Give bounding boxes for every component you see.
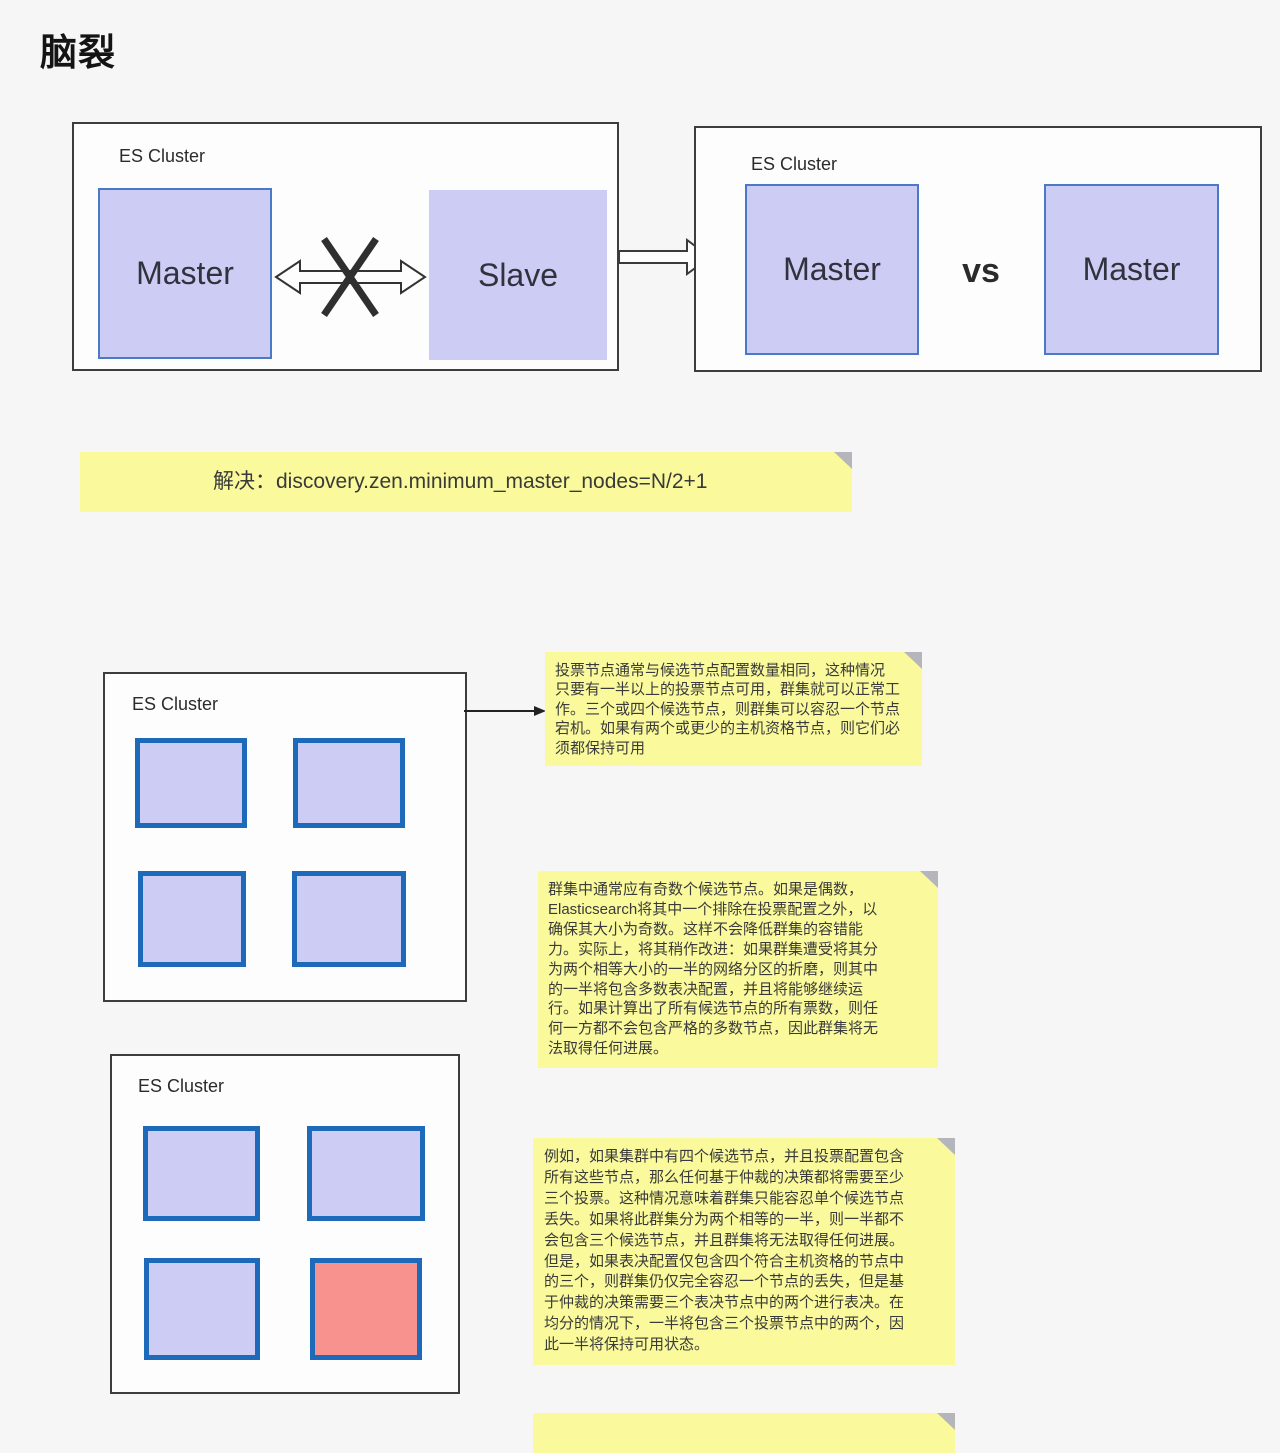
cutoff-note: [533, 1413, 955, 1453]
page-title: 脑裂: [40, 32, 116, 73]
failed-node-square: [310, 1258, 422, 1360]
node-square: [307, 1126, 425, 1221]
node-square: [144, 1258, 260, 1360]
cluster-box-split-brain: ES Cluster Master vs Master: [694, 126, 1262, 372]
cluster-label: ES Cluster: [751, 154, 838, 174]
note-fold-icon: [937, 1413, 955, 1430]
voting-note: 投票节点通常与候选节点配置数量相同，这种情况 只要有一半以上的投票节点可用，群集…: [545, 652, 922, 766]
cluster-label: ES Cluster: [119, 146, 206, 166]
master-node: Master: [98, 188, 272, 359]
node-square: [293, 738, 405, 828]
example-note-text: 例如，如果集群中有四个候选节点，并且投票配置包含 所有这些节点，那么任何基于仲裁…: [544, 1148, 905, 1354]
versus-label: vs: [962, 252, 1000, 290]
disconnected-link-arrow-icon: [274, 237, 427, 317]
split-brain-diagram: 脑裂 ES Cluster Master Slave ES Cluster Ma…: [40, 32, 1262, 1453]
cluster-label: ES Cluster: [132, 694, 219, 714]
odd-nodes-note-text: 群集中通常应有奇数个候选节点。如果是偶数， Elasticsearch将其中一个…: [548, 881, 879, 1058]
node-square: [138, 871, 246, 967]
cluster-box-disconnected: ES Cluster Master Slave: [72, 122, 619, 371]
example-note: 例如，如果集群中有四个候选节点，并且投票配置包含 所有这些节点，那么任何基于仲裁…: [533, 1138, 955, 1365]
master-node-left: Master: [745, 184, 919, 355]
slave-node: Slave: [429, 190, 607, 360]
voting-note-text: 投票节点通常与候选节点配置数量相同，这种情况 只要有一半以上的投票节点可用，群集…: [555, 662, 901, 757]
cluster-box-four-nodes: ES Cluster: [103, 672, 467, 1002]
master-node-right: Master: [1044, 184, 1219, 355]
odd-nodes-note: 群集中通常应有奇数个候选节点。如果是偶数， Elasticsearch将其中一个…: [538, 871, 938, 1068]
solution-note: 解决：discovery.zen.minimum_master_nodes=N/…: [80, 452, 852, 512]
node-square: [135, 738, 247, 828]
solution-note-text: 解决：discovery.zen.minimum_master_nodes=N/…: [213, 470, 708, 493]
node-square: [292, 871, 406, 967]
cluster-box-node-failure: ES Cluster: [110, 1054, 460, 1394]
note-pointer-arrow-icon: [464, 706, 546, 716]
cluster-label: ES Cluster: [138, 1076, 225, 1096]
node-square: [143, 1126, 260, 1221]
